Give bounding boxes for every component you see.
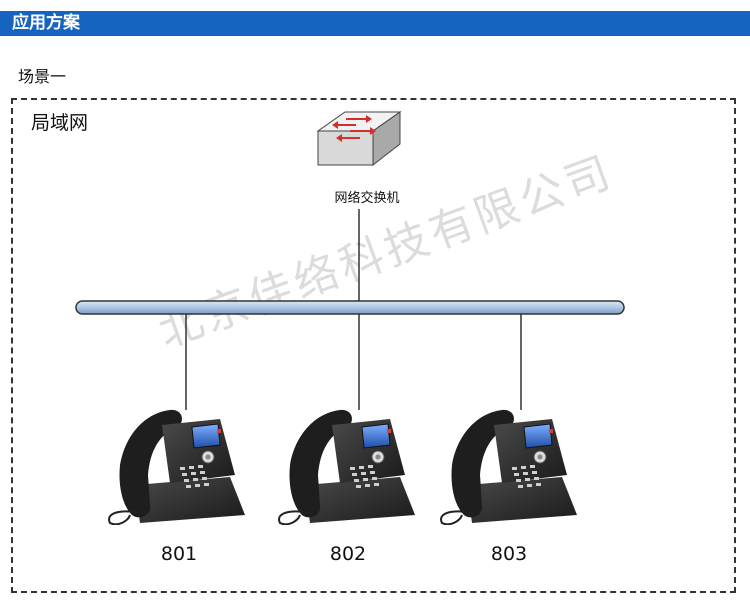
lan-bus <box>75 300 625 315</box>
ip-phone-icon <box>440 408 578 525</box>
scenario-label: 场景一 <box>18 67 67 86</box>
lan-label: 局域网 <box>31 112 89 134</box>
network-switch-icon <box>316 111 402 167</box>
phone-label-803: 803 <box>490 543 528 565</box>
phone-label-802: 802 <box>329 543 367 565</box>
lan-boundary <box>11 98 736 593</box>
switch-label: 网络交换机 <box>334 191 400 206</box>
phone-label-801: 801 <box>160 543 198 565</box>
header-title: 应用方案 <box>12 13 80 33</box>
ip-phone-icon <box>278 408 416 525</box>
ip-phone-icon <box>108 408 247 525</box>
header-bar: 应用方案 <box>0 11 750 36</box>
